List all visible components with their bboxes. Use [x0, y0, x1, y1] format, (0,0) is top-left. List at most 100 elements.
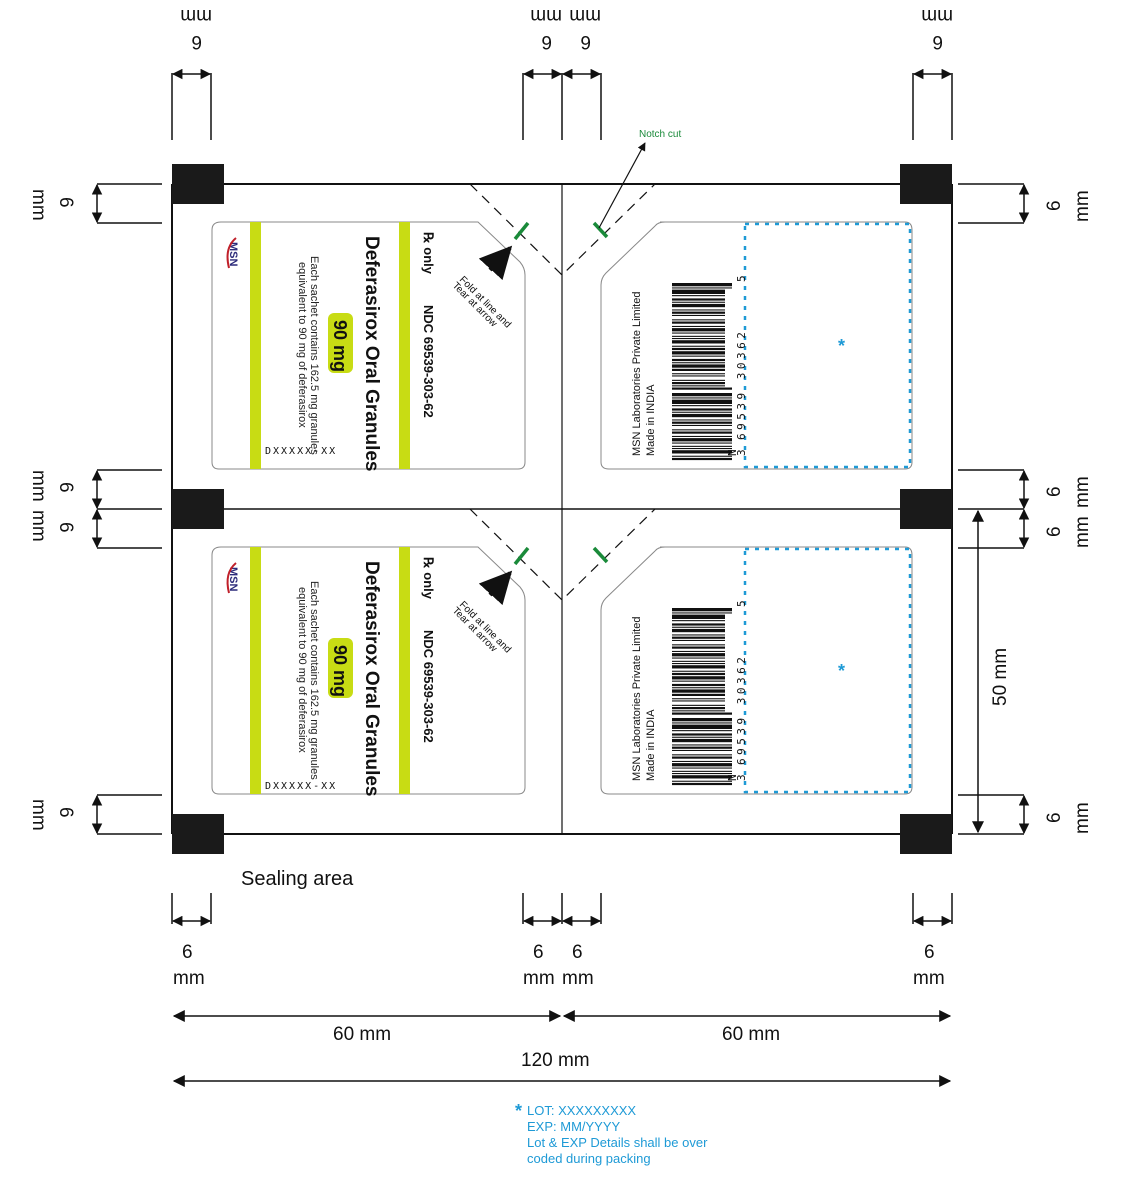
footnote-note-1: Lot & EXP Details shall be over	[527, 1135, 708, 1150]
barcode-bar	[672, 328, 725, 332]
barcode-bar	[672, 435, 732, 437]
barcode-bar	[672, 660, 725, 662]
ndc-number: NDC 69539-303-62	[421, 630, 436, 743]
barcode-bar	[672, 693, 725, 696]
dim-bottom-1-unit: mm	[173, 968, 205, 989]
dim-top-4-unit: mm	[921, 5, 953, 26]
notch-mark	[513, 221, 530, 241]
dim-left-1-unit: mm	[28, 189, 49, 221]
barcode-bar	[672, 718, 732, 722]
rx-only: ℞ only	[421, 557, 436, 600]
barcode-bar	[672, 676, 725, 680]
barcode-bar	[672, 340, 725, 344]
barcode-bar	[672, 744, 732, 746]
barcode-first-digit: 3	[735, 774, 748, 781]
dim-top-3-value: 6	[580, 31, 591, 52]
height-dimension-label: 50 mm	[990, 648, 1011, 706]
seal-block-top-left	[172, 164, 224, 204]
barcode-bar	[672, 733, 732, 736]
lot-exp-box	[743, 547, 912, 794]
barcode-bar	[672, 704, 725, 706]
barcode-bar	[672, 364, 725, 368]
barcode-bar	[672, 680, 725, 682]
barcode-bar	[672, 387, 732, 390]
barcode-bar	[672, 321, 725, 324]
barcode-bar	[672, 760, 732, 762]
barcode-bar	[672, 730, 732, 732]
barcode-bar	[672, 782, 732, 786]
tear-arrow-icon	[478, 245, 513, 281]
dim-left-3-value: 6	[55, 522, 76, 533]
left-dimensions	[91, 183, 162, 835]
barcode-bar	[672, 319, 725, 321]
barcode-bar	[672, 775, 732, 779]
barcode-bar	[672, 770, 732, 772]
bottom-dimensions	[171, 893, 953, 927]
barcode-bar	[672, 375, 725, 377]
barcode-bar	[672, 687, 725, 689]
barcode-bar	[672, 767, 732, 769]
msn-logo-swoosh	[226, 562, 237, 594]
footnote-marker: *	[515, 1101, 522, 1121]
barcode-bar	[672, 298, 725, 301]
tear-arrow-icon	[478, 570, 513, 606]
barcode-bar	[672, 670, 725, 672]
dim-bottom-3-value: 6	[572, 942, 583, 963]
dim-right-3-value: 6	[1044, 526, 1065, 537]
barcode-bar	[672, 698, 725, 700]
barcode-bar	[672, 634, 725, 636]
barcode-bar	[672, 332, 725, 334]
dim-right-2-value: 6	[1044, 486, 1065, 497]
dim-right-4-value: 6	[1044, 812, 1065, 823]
barcode-first-digit: 3	[735, 449, 748, 456]
product-title: Deferasirox Oral Granules	[361, 236, 382, 472]
barcode-check-digit: 5	[735, 275, 748, 282]
left-dimension-labels: 6 mm 6 mm 6 mm 6 mm	[28, 189, 76, 831]
barcode-bar	[672, 712, 732, 715]
accent-stripe-right	[399, 222, 410, 469]
dim-top-4-value: 6	[932, 31, 943, 52]
lot-exp-marker: *	[838, 336, 845, 356]
barcode-mid-digits: 69539 30362	[735, 329, 748, 440]
barcode-bar	[672, 303, 725, 308]
fold-lines	[469, 183, 656, 601]
manufacturer: MSN Laboratories Private Limited	[631, 292, 643, 456]
seal-block-mid-right	[900, 489, 952, 529]
half-width-left-label: 60 mm	[333, 1024, 391, 1045]
barcode-prefix: N	[726, 774, 739, 781]
barcode-bar	[672, 644, 725, 646]
barcode-bar	[672, 612, 732, 614]
barcode-bar	[672, 689, 725, 693]
half-width-right-label: 60 mm	[722, 1024, 780, 1045]
barcode-bar	[672, 626, 725, 628]
barcode-bar	[672, 385, 725, 387]
back-label-bottom: * MSN Laboratories Private Limited Made …	[600, 546, 913, 795]
dim-right-1-value: 6	[1044, 200, 1065, 211]
barcode-bar	[672, 301, 725, 303]
barcode-bar	[672, 639, 725, 641]
footnote-exp: EXP: MM/YYYY	[527, 1119, 621, 1134]
back-label-top: * MSN Laboratories Private Limited Made …	[600, 221, 913, 470]
manufacturer: MSN Laboratories Private Limited	[631, 617, 643, 781]
seal-block-bottom-left	[172, 814, 224, 854]
dim-left-1-value: 6	[55, 197, 76, 208]
barcode-bar	[672, 399, 732, 404]
dim-top-2-value: 6	[541, 31, 552, 52]
barcode-bar	[672, 424, 732, 426]
barcode-bar	[672, 780, 732, 782]
sealing-area-label: Sealing area	[241, 868, 354, 890]
desc-line-2: equivalent to 90 mg of deferasirox	[296, 587, 308, 753]
barcode-bar	[672, 455, 732, 457]
barcode-bar	[672, 347, 725, 351]
barcode-bar	[672, 362, 725, 364]
footnote-lot: LOT: XXXXXXXXX	[527, 1103, 636, 1118]
top-dimension-labels: 6 mm 6 mm 6 mm 6 mm	[180, 5, 953, 52]
barcode-bar	[672, 628, 725, 633]
barcode-bar	[672, 368, 725, 371]
lot-exp-footnote: * LOT: XXXXXXXXX EXP: MM/YYYY Lot & EXP …	[515, 1101, 708, 1166]
dim-right-2-unit: mm	[1072, 476, 1093, 508]
width-dimensions	[172, 1010, 952, 1087]
barcode-bar	[672, 672, 725, 676]
barcode-bar	[672, 283, 732, 287]
